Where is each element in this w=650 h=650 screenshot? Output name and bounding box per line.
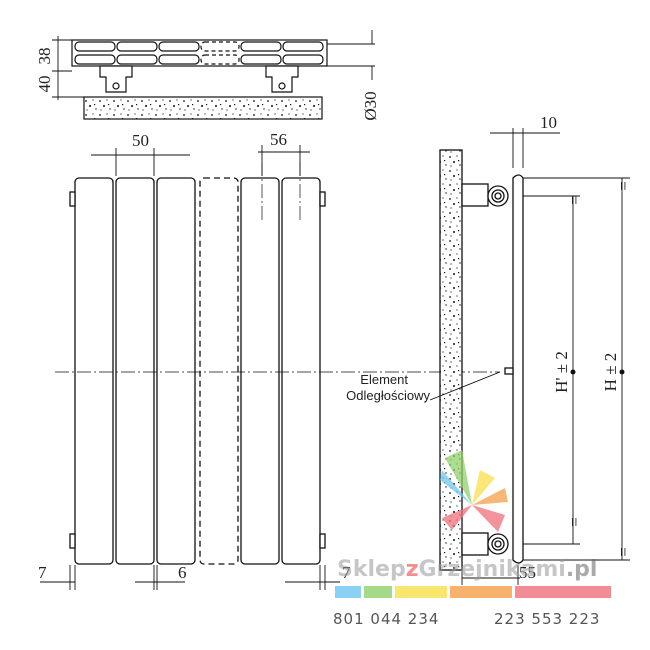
watermark-stripe [364,586,392,598]
dim-dia-30: Ø30 [361,91,380,120]
watermark-phone-right: 223 553 223 [494,610,600,628]
eq-hp-bottom: = [565,517,584,527]
watermark: SklepzGrzejnikami.pl 801 044 234 223 553… [333,450,611,628]
watermark-phone-left: 801 044 234 [333,610,439,628]
dim-7-right: 7 [342,563,351,582]
top-dimension-lines [52,30,375,100]
dim-40: 40 [35,76,54,93]
callout-line2: Odległościowy [346,388,430,403]
front-view [69,177,326,565]
eq-h-top: = [614,181,633,191]
callout-line1: Element [360,372,408,387]
dim-56: 56 [270,130,287,149]
eq-h-bottom: = [614,547,633,557]
top-view-outline [71,39,328,67]
dim-h-full: H ± 2 [601,353,620,392]
wall-side-view [439,149,463,571]
dim-55: 55 [519,563,536,582]
eq-hp-top: = [565,195,584,205]
side-view [439,149,524,571]
watermark-stripes [335,586,611,598]
watermark-logo-burst [440,450,508,532]
dim-6: 6 [178,563,187,582]
watermark-stripe [515,586,611,598]
dim-10: 10 [540,113,557,132]
dim-50: 50 [132,131,149,150]
dim-h-prime: H' ± 2 [552,351,571,393]
watermark-brand: SklepzGrzejnikami.pl [337,557,597,582]
watermark-stripe [335,586,361,598]
watermark-stripe [395,586,447,598]
watermark-stripe [450,586,512,598]
dim-38: 38 [35,48,54,65]
front-dimension-lines [40,145,340,590]
wall-top-view [83,96,323,120]
dim-7-left: 7 [38,563,47,582]
top-view [71,39,328,120]
